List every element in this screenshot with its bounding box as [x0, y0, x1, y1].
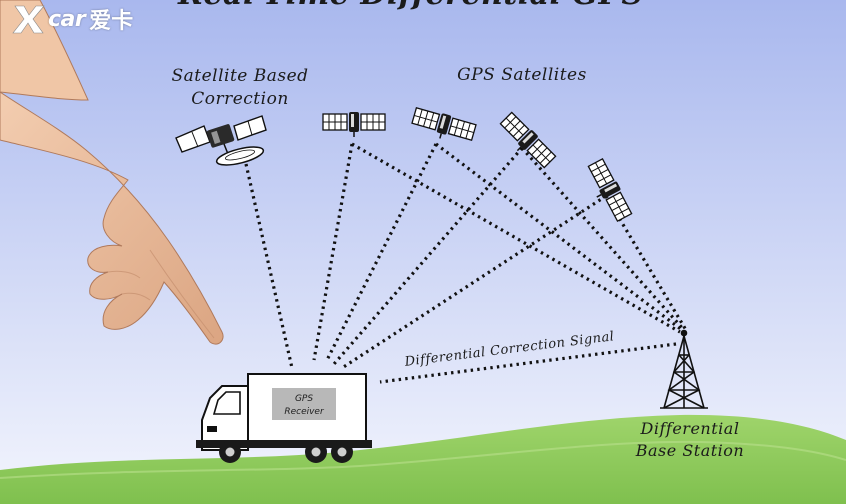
signal-line-correction-sat	[244, 163, 294, 369]
label-receiver-line2: Receiver	[284, 407, 325, 417]
logo-brand-cn: 爱卡	[89, 9, 134, 34]
logo-brand-text: car	[48, 6, 86, 32]
signal-lines	[244, 142, 688, 384]
ground-highlight	[0, 440, 846, 479]
tower-icon	[660, 329, 708, 409]
ground-hill	[0, 414, 846, 504]
logo-x-icon	[12, 5, 45, 34]
dish-satellite-icon	[175, 115, 267, 166]
watermark-logo: car 爱卡	[12, 0, 133, 38]
label-satellite-correction-line2: Correction	[191, 89, 289, 109]
label-base-station-line1: Differential	[640, 419, 740, 438]
signal-line-sat-3-tower	[520, 146, 686, 332]
label-receiver-line1: GPS	[295, 394, 313, 404]
diagram-title: Real-Time Differential GPS	[177, 0, 644, 12]
gps-receiver-box	[272, 388, 336, 420]
signal-line-sat-2-truck	[324, 143, 438, 363]
truck-icon	[196, 373, 372, 463]
label-gps-satellites: GPS Satellites	[457, 65, 587, 85]
label-base-station-line2: Base Station	[635, 441, 744, 460]
label-satellite-correction-line1: Satellite Based	[171, 66, 308, 86]
